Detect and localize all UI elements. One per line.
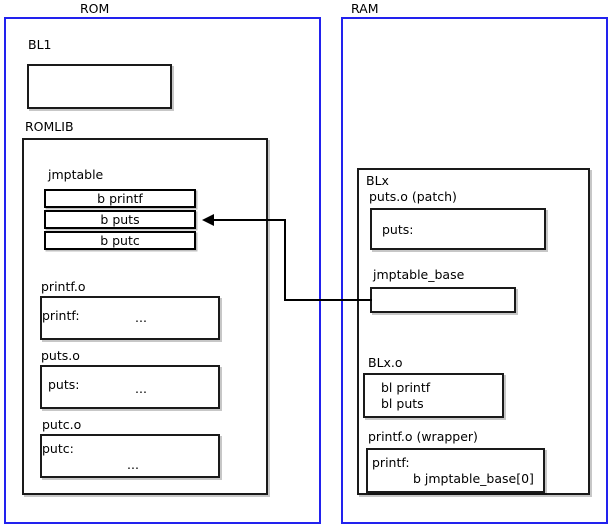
- blx-o-line-bl-printf: bl printf: [381, 380, 431, 395]
- putc-o-symbol: putc:: [42, 441, 74, 456]
- rom-region-title: ROM: [80, 1, 110, 16]
- printf-wrapper-symbol: printf:: [372, 455, 410, 470]
- blx-o-box: bl printf bl puts: [363, 373, 504, 418]
- puts-o-label: puts.o: [41, 348, 80, 363]
- jmptable-row-b-putc: b putc: [44, 231, 196, 250]
- connector-segment-vertical: [284, 219, 286, 301]
- puts-o-box: puts: ...: [40, 365, 220, 409]
- puts-o-ellipsis: ...: [135, 381, 147, 396]
- jmptable-row-b-puts-text: b puts: [100, 211, 140, 227]
- blx-label: BLx: [366, 173, 389, 188]
- putc-o-box: putc: ...: [40, 434, 220, 478]
- puts-patch-symbol: puts:: [382, 222, 414, 237]
- jmptable-base-box: [370, 287, 516, 313]
- jmptable-label: jmptable: [48, 167, 104, 182]
- printf-wrapper-box: printf: b jmptable_base[0]: [366, 448, 545, 493]
- jmptable-row-b-printf: b printf: [44, 189, 196, 208]
- printf-wrapper-instruction: b jmptable_base[0]: [413, 471, 534, 486]
- printf-o-symbol: printf:: [42, 308, 80, 323]
- connector-segment-upper-horizontal: [214, 219, 286, 221]
- bl1-box: [27, 64, 172, 109]
- jmptable-row-b-putc-text: b putc: [100, 232, 140, 248]
- bl1-label: BL1: [28, 37, 52, 52]
- printf-o-box: printf: ...: [40, 296, 220, 340]
- connector-segment-lower-horizontal: [284, 299, 372, 301]
- connector-arrowhead-icon: [202, 214, 214, 226]
- puts-patch-label: puts.o (patch): [369, 189, 457, 204]
- jmptable-row-b-printf-text: b printf: [97, 190, 143, 206]
- ram-region: [341, 17, 608, 524]
- jmptable-row-b-puts: b puts: [44, 210, 196, 229]
- puts-patch-box: puts:: [370, 208, 546, 250]
- putc-o-label: putc.o: [42, 417, 82, 432]
- puts-o-symbol: puts:: [48, 377, 80, 392]
- rom-region: [4, 17, 321, 524]
- jmptable-base-label: jmptable_base: [373, 267, 465, 282]
- printf-o-label: printf.o: [41, 279, 86, 294]
- printf-wrapper-label: printf.o (wrapper): [368, 429, 478, 444]
- blx-o-line-bl-puts: bl puts: [381, 396, 424, 411]
- romlib-label: ROMLIB: [25, 119, 74, 134]
- blx-o-label: BLx.o: [368, 355, 403, 370]
- printf-o-ellipsis: ...: [135, 310, 147, 325]
- ram-region-title: RAM: [351, 1, 379, 16]
- putc-o-ellipsis: ...: [127, 457, 139, 472]
